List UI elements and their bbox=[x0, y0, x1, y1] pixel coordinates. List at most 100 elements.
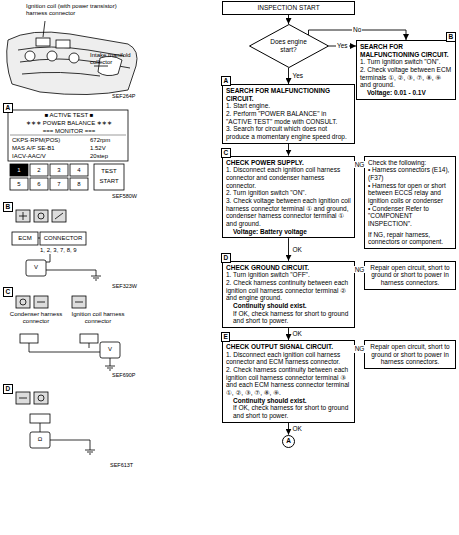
box-text: 2. Perform "POWER BALANCE" in "ACTIVE TE… bbox=[226, 110, 351, 125]
voltage-check-ecm bbox=[12, 210, 101, 280]
callout-label: 1, 2, 3, 7, 8, 9 bbox=[40, 247, 100, 254]
callout-label: Ignition coil harness connector bbox=[70, 311, 126, 325]
node-text: SEARCH FOR MALFUNCTIONING CIRCUIT.1. Tur… bbox=[360, 43, 452, 97]
callout-label: ECM bbox=[12, 235, 38, 242]
panel-tag: B bbox=[3, 202, 13, 212]
box-text: 2. Check harness continuity between each… bbox=[226, 279, 351, 302]
box-text: INSPECTION START bbox=[226, 4, 351, 12]
flow-arrow bbox=[288, 144, 289, 156]
node-text: INSPECTION START bbox=[226, 4, 351, 12]
callout-label: ■ ACTIVE TEST ■ bbox=[12, 112, 126, 119]
callout-label: CONNECTOR bbox=[40, 235, 86, 242]
callout-label: 20step bbox=[90, 153, 108, 160]
callout-label: Condenser harness connector bbox=[8, 311, 64, 325]
process-box: SEARCH FOR MALFUNCTIONING CIRCUIT.1. Tur… bbox=[356, 40, 456, 100]
box-text: Voltage: Battery voltage bbox=[226, 228, 351, 236]
box-text: 2. Turn ignition switch "ON". bbox=[226, 189, 351, 197]
edge-label: NG bbox=[354, 161, 366, 168]
figure-code: SEF613T bbox=[110, 462, 133, 468]
flow-arrow bbox=[288, 423, 289, 435]
node-text: A bbox=[286, 437, 291, 445]
figure-code: SEF690P bbox=[112, 372, 136, 378]
step-tag: C bbox=[221, 148, 231, 158]
process-box: SEARCH FOR MALFUNCTIONING CIRCUIT.1. Sta… bbox=[222, 84, 355, 144]
box-text: • Harness connectors (E14), (F37) bbox=[368, 166, 452, 181]
decision-diamond: Does engine start? bbox=[249, 24, 329, 68]
box-text: If OK, check harness for short to ground… bbox=[226, 404, 351, 419]
node-text: CHECK POWER SUPPLY.1. Disconnect each ig… bbox=[226, 159, 351, 236]
voltage-check-coil bbox=[16, 296, 120, 370]
callout-label: 2 bbox=[30, 167, 48, 174]
callout-label: 8 bbox=[70, 181, 88, 188]
box-heading: CHECK GROUND CIRCUIT. bbox=[226, 264, 351, 272]
edge-label: OK bbox=[292, 330, 303, 337]
process-box: CHECK POWER SUPPLY.1. Disconnect each ig… bbox=[222, 156, 355, 239]
step-tag: E bbox=[221, 332, 230, 342]
figure-code: SEF580W bbox=[112, 193, 137, 199]
box-text: Continuity should exist. bbox=[226, 397, 351, 405]
continuity-check bbox=[16, 392, 95, 454]
edge-label: Yes bbox=[292, 72, 305, 79]
node-text: CHECK GROUND CIRCUIT.1. Turn ignition sw… bbox=[226, 264, 351, 325]
callout-label: === MONITOR === bbox=[12, 128, 126, 135]
callout-label: V bbox=[26, 264, 46, 271]
callout-label: 1.52V bbox=[90, 145, 106, 152]
flow-arrow bbox=[288, 238, 289, 261]
box-text: Voltage: 0.01 - 0.1V bbox=[360, 89, 452, 97]
ng-box: Repair open circuit, short to ground or … bbox=[364, 340, 456, 369]
box-text: If OK, check harness for short to ground… bbox=[226, 310, 351, 325]
box-text: 1. Turn ignition switch "OFF". bbox=[226, 271, 351, 279]
connector-circle: A bbox=[282, 435, 295, 448]
box-text: A bbox=[286, 437, 291, 445]
callout-label: Ω bbox=[30, 436, 50, 443]
callout-label: V bbox=[100, 346, 120, 353]
flow-arrow bbox=[288, 68, 289, 84]
edge-label: OK bbox=[292, 246, 303, 253]
box-text: Repair open circuit, short to ground or … bbox=[368, 264, 452, 287]
box-heading: SEARCH FOR MALFUNCTIONING CIRCUIT. bbox=[360, 43, 452, 58]
box-text: 2. Check harness continuity between each… bbox=[226, 366, 351, 397]
edge-label: Yes bbox=[336, 42, 349, 49]
figure-code: SEF323W bbox=[112, 283, 137, 289]
flow-arrow bbox=[288, 15, 289, 24]
node-text: Repair open circuit, short to ground or … bbox=[368, 264, 452, 287]
panel-tag: C bbox=[3, 287, 13, 297]
node-text: Repair open circuit, short to ground or … bbox=[368, 343, 452, 366]
terminal-box: INSPECTION START bbox=[222, 1, 355, 15]
box-text: 1. Turn ignition switch "ON". bbox=[360, 58, 452, 66]
box-text: 1. Disconnect each ignition coil harness… bbox=[226, 166, 351, 189]
process-box: CHECK OUTPUT SIGNAL CIRCUIT.1. Disconnec… bbox=[222, 340, 355, 423]
box-text: 2. Check voltage between ECM terminals ①… bbox=[360, 66, 452, 89]
node-text: CHECK OUTPUT SIGNAL CIRCUIT.1. Disconnec… bbox=[226, 343, 351, 420]
box-text: Check the following: bbox=[368, 159, 452, 167]
node-text: Does engine start? bbox=[266, 38, 312, 53]
box-text: • Condenser Refer to "COMPONENT INSPECTI… bbox=[368, 205, 452, 228]
callout-label: IACV-AAC/V bbox=[12, 153, 46, 160]
box-heading: CHECK POWER SUPPLY. bbox=[226, 159, 351, 167]
callout-label: 1 bbox=[10, 167, 28, 174]
callout-label: 7 bbox=[50, 181, 68, 188]
box-text: 3. Check voltage between each ignition c… bbox=[226, 197, 351, 228]
step-tag: D bbox=[221, 253, 231, 263]
edge-label: NG bbox=[354, 345, 366, 352]
callout-label: START bbox=[94, 178, 124, 185]
callout-label: Ignition coil (with power transistor) ha… bbox=[26, 3, 126, 17]
ng-box: Repair open circuit, short to ground or … bbox=[364, 261, 456, 290]
consult-screen bbox=[8, 110, 128, 190]
panel-tag: A bbox=[3, 103, 13, 113]
edge-label: OK bbox=[292, 425, 303, 432]
box-text: • Harness for open or short between ECCS… bbox=[368, 182, 452, 205]
box-text: 1. Start engine. bbox=[226, 102, 351, 110]
node-text: Check the following:• Harness connectors… bbox=[368, 159, 452, 246]
edge-label: No bbox=[352, 26, 362, 33]
panel-tag: D bbox=[3, 384, 13, 394]
edge-label: NG bbox=[354, 266, 366, 273]
ng-box: Check the following:• Harness connectors… bbox=[364, 156, 456, 249]
step-tag: A bbox=[221, 76, 231, 86]
callout-label: ∗∗∗ POWER BALANCE ∗∗∗ bbox=[12, 120, 126, 127]
box-text: Continuity should exist. bbox=[226, 302, 351, 310]
figure-code: SEF264P bbox=[112, 93, 136, 99]
callout-label: 4 bbox=[70, 167, 88, 174]
callout-label: TEST bbox=[94, 168, 124, 175]
callout-label: 672rpm bbox=[90, 137, 110, 144]
